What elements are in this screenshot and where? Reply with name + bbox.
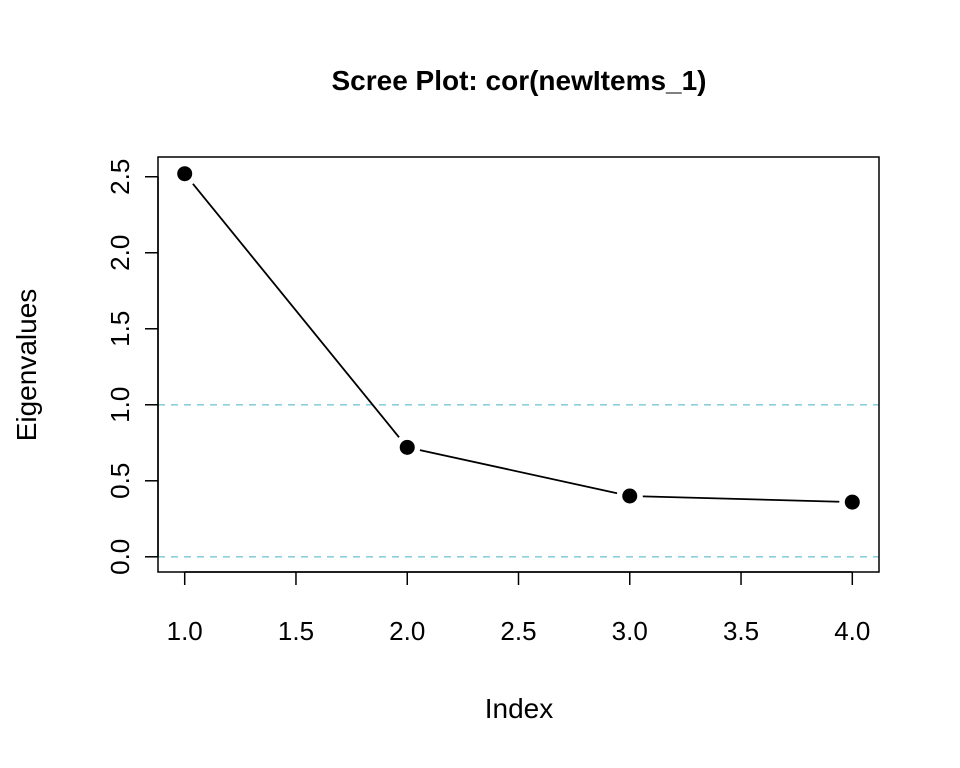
x-tick-label: 3.0	[612, 616, 648, 646]
x-tick-label: 4.0	[834, 616, 870, 646]
data-point	[844, 494, 860, 510]
x-axis: 1.0 1.5 2.0 2.5 3.0 3.5 4.0	[167, 571, 870, 646]
y-axis-label: Eigenvalues	[11, 289, 42, 442]
y-axis: 0.0 0.5 1.0 1.5 2.0 2.5	[105, 159, 159, 575]
data-points	[177, 166, 860, 510]
plot-frame	[157, 156, 880, 573]
line-segment	[192, 183, 400, 438]
x-tick-label: 2.5	[500, 616, 536, 646]
x-tick-label: 1.5	[278, 616, 314, 646]
x-tick-label: 3.5	[723, 616, 759, 646]
y-tick-label: 2.5	[105, 159, 135, 195]
chart-title: Scree Plot: cor(newItems_1)	[331, 65, 706, 96]
data-point	[399, 439, 415, 455]
data-line	[192, 183, 840, 503]
x-axis-label: Index	[485, 693, 554, 724]
data-point	[622, 488, 638, 504]
line-segment	[642, 495, 840, 503]
y-tick-label: 0.5	[105, 463, 135, 499]
y-tick-label: 2.0	[105, 235, 135, 271]
line-segment	[419, 449, 618, 495]
y-tick-label: 1.5	[105, 311, 135, 347]
y-tick-label: 0.0	[105, 539, 135, 575]
x-tick-label: 1.0	[167, 616, 203, 646]
x-tick-label: 2.0	[389, 616, 425, 646]
data-point	[177, 166, 193, 182]
reference-lines	[158, 403, 879, 558]
y-tick-label: 1.0	[105, 387, 135, 423]
